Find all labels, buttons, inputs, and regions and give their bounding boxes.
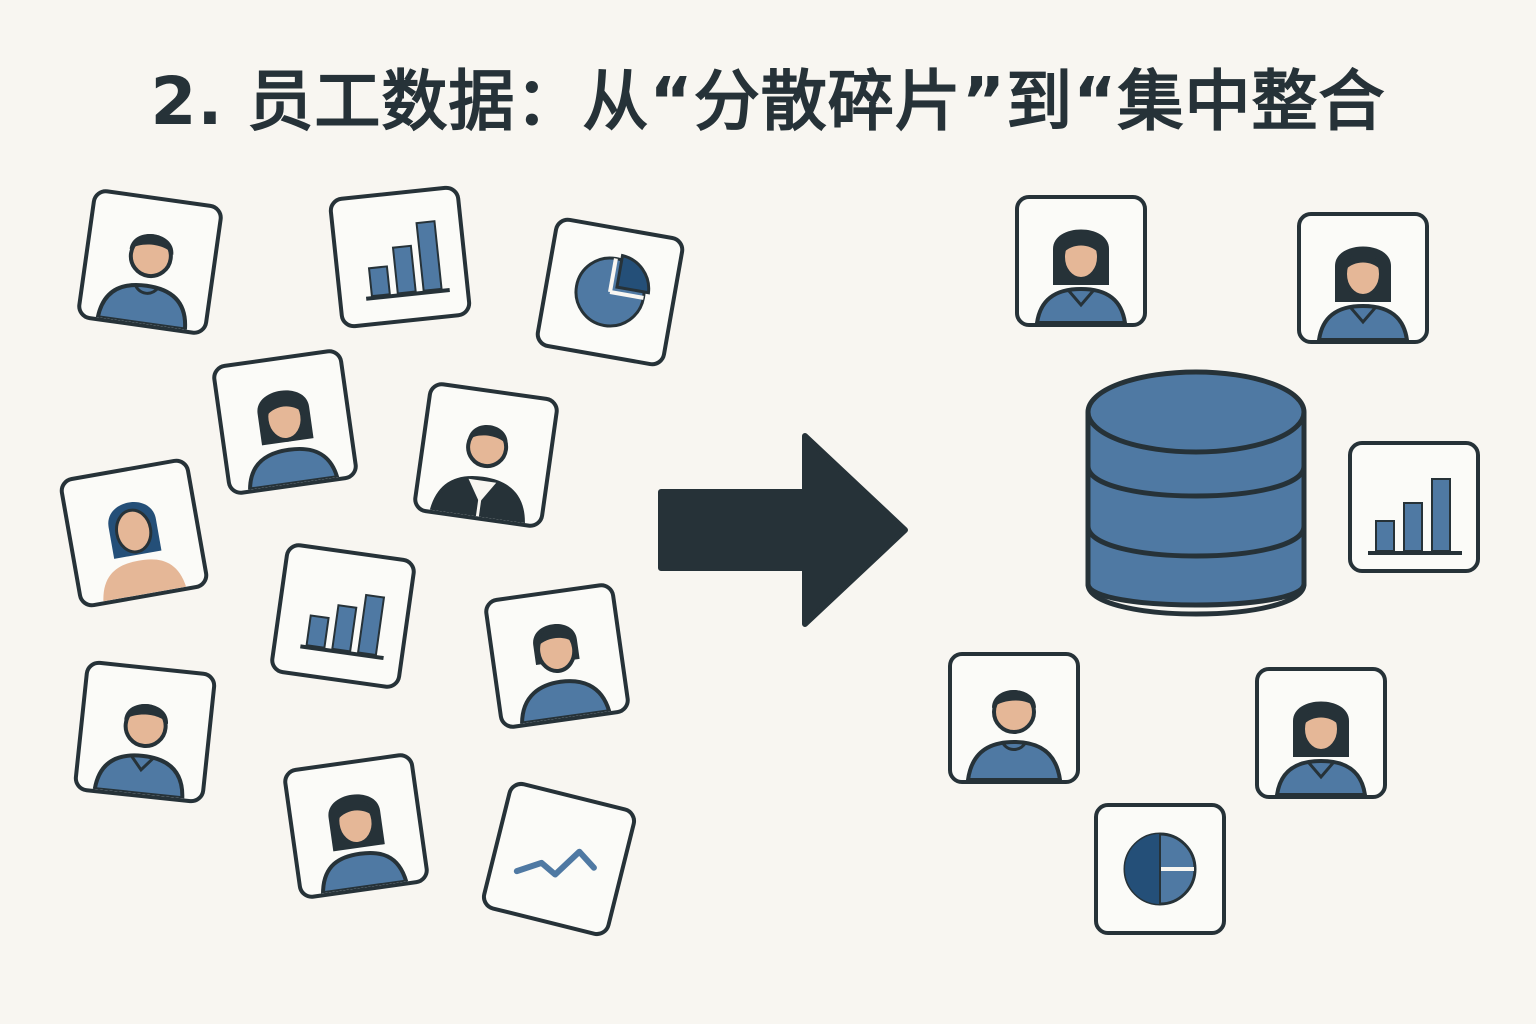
chart-card xyxy=(268,541,418,691)
employee-card xyxy=(57,456,211,610)
pie-chart-icon xyxy=(1123,832,1197,906)
employee-card xyxy=(1255,667,1387,799)
bar-chart-icon xyxy=(365,220,450,301)
employee-card xyxy=(482,581,632,731)
bar-chart-icon xyxy=(1368,478,1462,555)
chart-card xyxy=(478,778,640,940)
bar-chart-icon xyxy=(300,593,386,661)
chart-card xyxy=(327,184,473,330)
database-icon xyxy=(1085,369,1307,617)
pie-chart-icon xyxy=(574,253,651,328)
employee-card xyxy=(210,347,360,497)
employee-card xyxy=(1297,212,1429,344)
female-person-icon xyxy=(1034,229,1128,323)
employee-card xyxy=(1015,195,1147,327)
female-person-icon xyxy=(321,794,409,896)
employee-card xyxy=(75,187,225,337)
employee-card xyxy=(411,380,561,530)
chart-card xyxy=(1348,441,1480,573)
male-person-icon xyxy=(965,690,1063,780)
right-arrow-icon xyxy=(658,433,908,627)
female-person-icon xyxy=(103,502,187,602)
page-title: 2. 员工数据：从“分散碎片”到“集中整合 xyxy=(150,63,1386,140)
female-person-icon xyxy=(1274,701,1368,795)
chart-card xyxy=(533,215,687,369)
male-person-icon xyxy=(92,704,185,801)
employee-card xyxy=(281,751,431,901)
female-person-icon xyxy=(248,390,340,492)
female-person-icon xyxy=(1316,246,1410,340)
employee-card xyxy=(72,659,218,805)
female-person-icon xyxy=(520,624,612,726)
line-chart-icon xyxy=(513,848,597,878)
chart-card xyxy=(1094,803,1226,935)
employee-card xyxy=(948,652,1080,784)
male-businessperson-icon xyxy=(429,425,525,526)
male-person-icon xyxy=(95,234,187,332)
